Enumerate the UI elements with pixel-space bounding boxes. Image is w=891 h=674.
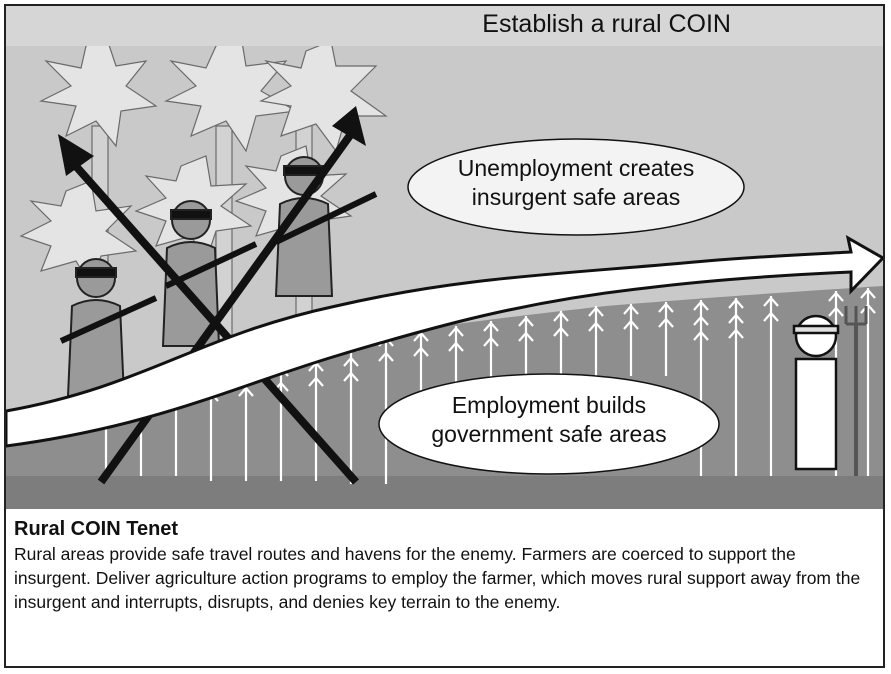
bubble-top-line-2: insurgent safe areas	[471, 184, 681, 210]
caption-title: Rural COIN Tenet	[14, 518, 179, 540]
ground-strip	[6, 476, 883, 509]
caption-body: Rural areas provide safe travel routes a…	[14, 544, 861, 612]
title-band: Establish a rural COIN	[6, 6, 883, 46]
bubble-top-text: Unemployment creates insurgent safe area…	[411, 154, 741, 212]
illustration	[6, 6, 883, 509]
figure-frame: Establish a rural COIN Unemployment crea…	[4, 4, 885, 668]
farmer-figure	[792, 306, 868, 476]
bubble-top-shape	[407, 138, 745, 236]
flow-arrow	[6, 235, 883, 448]
cross-out-x	[58, 106, 366, 485]
bubble-bottom-shape	[378, 373, 720, 475]
bubble-bottom-line-1: Employment builds	[451, 392, 647, 418]
bubble-top-line-1: Unemployment creates	[457, 155, 695, 181]
caption: Rural COIN Tenet Rural areas provide saf…	[14, 517, 876, 614]
bubble-bottom-text: Employment builds government safe areas	[384, 391, 714, 449]
bubble-bottom-line-2: government safe areas	[431, 421, 667, 447]
insurgent-left	[59, 258, 158, 397]
diagram-title: Establish a rural COIN	[482, 10, 731, 38]
